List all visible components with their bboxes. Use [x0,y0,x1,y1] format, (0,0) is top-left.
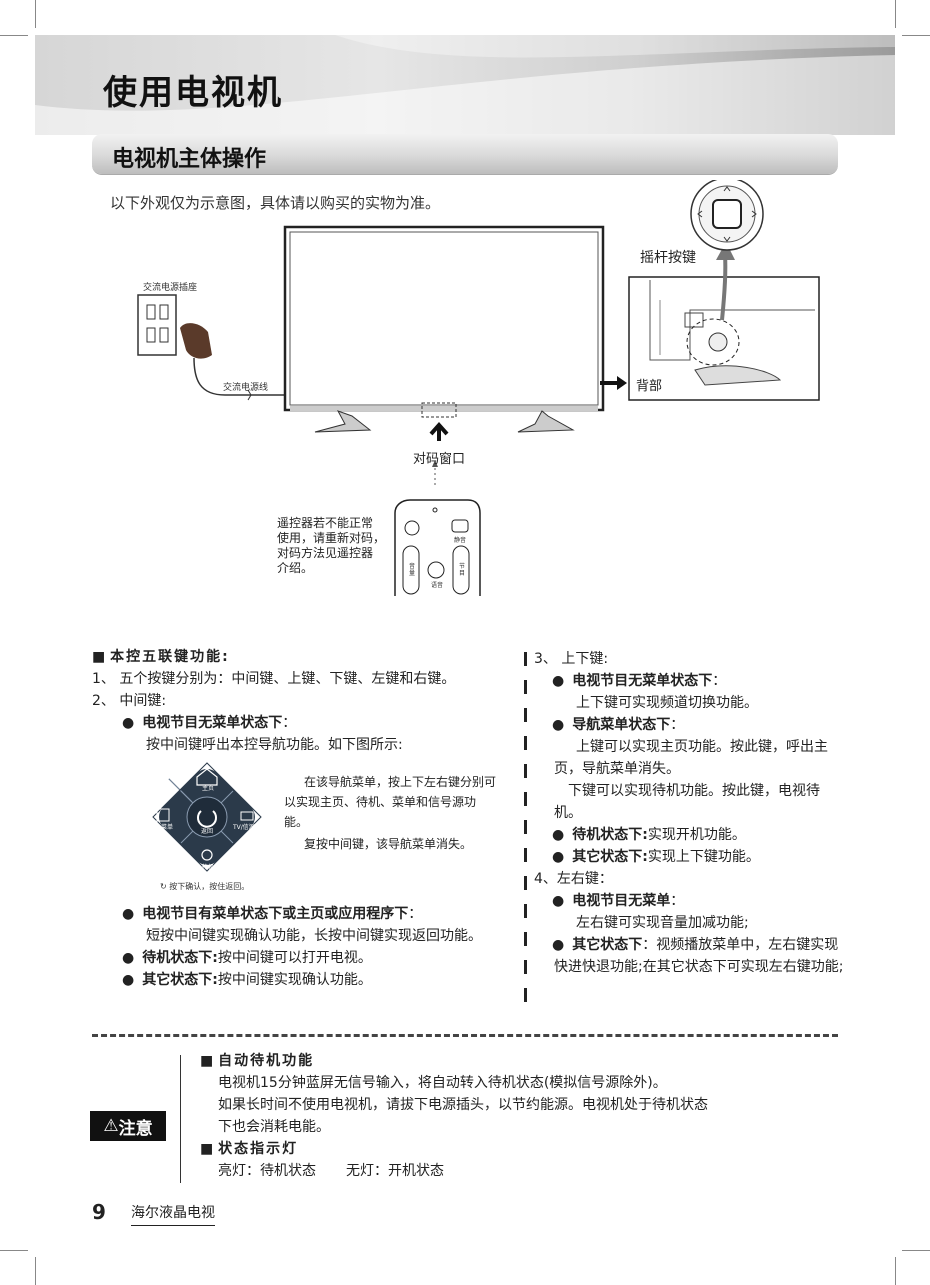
notice-text-3: 下也会消耗电能。 [218,1119,330,1135]
nav-menu-diagram [152,762,262,872]
bullet-1-text: 按中间键呼出本控导航功能。如下图所示: [146,737,403,753]
bullet-2: ●电视节目有菜单状态下或主页或应用程序下： [122,906,423,922]
column-divider [524,904,527,918]
page-title: 使用电视机 [103,73,283,113]
bullet-1: ●电视节目无菜单状态下： [122,715,297,731]
nav-menu-label: 菜单 [161,824,174,831]
notice-rule [180,1055,181,1183]
item-4: 4、左右键： [534,871,613,887]
item-3: 3、 上下键: [534,651,609,667]
right-bullet-2: ●导航菜单状态下： [552,717,685,733]
column-divider [524,652,527,666]
column-divider [524,792,527,806]
back-label: 背部 [636,379,663,394]
crop-mark [35,0,36,28]
header-wave [35,35,895,135]
right-bullet-5: ●电视节目无菜单： [552,893,685,909]
column-divider [524,708,527,722]
footer-brand: 海尔液晶电视 [131,1202,215,1226]
remote-volume-label: 音量 [409,563,416,577]
notice-text-2: 如果长时间不使用电视机，请拔下电源插头，以节约能源。电视机处于待机状态 [218,1097,708,1113]
nav-standby-label: 待机 [202,864,215,871]
remote-note-line: 遥控器若不能正常 [277,516,374,530]
pair-window-label: 对码窗口 [413,452,466,467]
notice-heading-1: ■ 自动待机功能 [200,1053,315,1069]
crop-mark [0,35,28,36]
section-bar [92,134,838,174]
bullet-4: ●其它状态下:按中间键实现确认功能。 [122,972,372,988]
notice-text-1: 电视机15分钟蓝屏无信号输入，将自动转入待机状态(模拟信号源除外)。 [218,1075,667,1091]
item-2: 2、 中间键: [92,693,167,709]
notice-content: ■ 自动待机功能 电视机15分钟蓝屏无信号输入，将自动转入待机状态(模拟信号源除… [200,1050,840,1182]
crop-mark [0,1250,28,1251]
right-bullet-4: ●其它状态下:实现上下键功能。 [552,849,760,865]
function-heading: ■ 本控五联键功能: [92,649,230,665]
column-divider [524,932,527,946]
right-bullet-2-text: 上键可以实现主页功能。按此键，呼出主页，导航菜单消失。 [554,739,828,777]
crop-mark [895,1257,896,1285]
remote-note-line: 介绍。 [277,561,314,575]
notice-badge: ⚠注意 [90,1111,166,1141]
remote-mute-label: 静音 [454,537,467,544]
nav-source-label: TV/信源 [233,824,255,831]
left-column-lower: ●电视节目有菜单状态下或主页或应用程序下： 短按中间键实现确认功能，长按中间键实… [92,903,522,991]
crop-mark [902,1250,930,1251]
right-column: 3、 上下键: ●电视节目无菜单状态下： 上下键可实现频道切换功能。 ●导航菜单… [534,648,846,978]
remote-voice-label: 语音 [431,582,444,589]
crop-mark [902,35,930,36]
right-bullet-1: ●电视节目无菜单状态下： [552,673,727,689]
section-divider [92,1034,838,1037]
remote-channel-label: 节目 [459,563,466,577]
column-divider [524,988,527,1002]
right-bullet-5-text: 左右键可实现音量加减功能; [576,915,749,931]
remote-note-line: 使用，请重新对码， [277,531,386,545]
nav-description: 在该导航菜单，按上下左右键分别可以实现主页、待机、菜单和信号源功能。 [284,775,497,829]
socket-label: 交流电源插座 [143,283,198,293]
crop-mark [895,0,896,28]
column-divider [524,820,527,834]
column-divider [524,848,527,862]
return-icon: ↻ [160,882,170,891]
right-bullet-2-text-2: 下键可以实现待机功能。按此键，电视待机。 [554,783,820,821]
left-column: ■ 本控五联键功能: 1、 五个按键分别为：中间键、上键、下键、左键和右键。 2… [92,646,522,756]
column-divider [524,736,527,750]
right-bullet-1-text: 上下键可实现频道切换功能。 [576,695,758,711]
column-divider [524,680,527,694]
right-bullet-3: ●待机状态下:实现开机功能。 [552,827,746,843]
nav-back-label: 返回 [201,828,214,835]
page-number: 9 [92,1200,106,1224]
intro-text: 以下外观仅为示意图，具体请以购买的实物为准。 [110,194,441,212]
column-divider [524,764,527,778]
remote-note-line: 对码方法见遥控器 [277,546,374,560]
bullet-2-text: 短按中间键实现确认功能，长按中间键实现返回功能。 [146,928,482,944]
nav-hint: ↻ 按下确认，按住返回。 [160,882,250,891]
bullet-3: ●待机状态下:按中间键可以打开电视。 [122,950,372,966]
right-bullet-6: ●其它状态下：视频播放菜单中，左右键实现快进快退功能;在其它状态下可实现左右键功… [552,937,844,975]
tv-figure [137,180,820,596]
column-divider [524,876,527,890]
joystick-label: 摇杆按键 [640,250,696,266]
notice-heading-2: ■ 状态指示灯 [200,1141,299,1157]
nav-home-label: 主页 [202,785,215,792]
cord-label: 交流电源线 [223,383,269,393]
warning-icon: ⚠ [103,1116,119,1136]
column-divider [524,960,527,974]
crop-mark [35,1257,36,1285]
item-1: 1、 五个按键分别为：中间键、上键、下键、左键和右键。 [92,671,456,687]
nav-description-2: 复按中间键，该导航菜单消失。 [304,837,473,851]
remote-note: 遥控器若不能正常 使用，请重新对码， 对码方法见遥控器 介绍。 [277,516,385,576]
section-title: 电视机主体操作 [112,147,267,172]
notice-text-4: 亮灯：待机状态无灯：开机状态 [218,1163,444,1179]
